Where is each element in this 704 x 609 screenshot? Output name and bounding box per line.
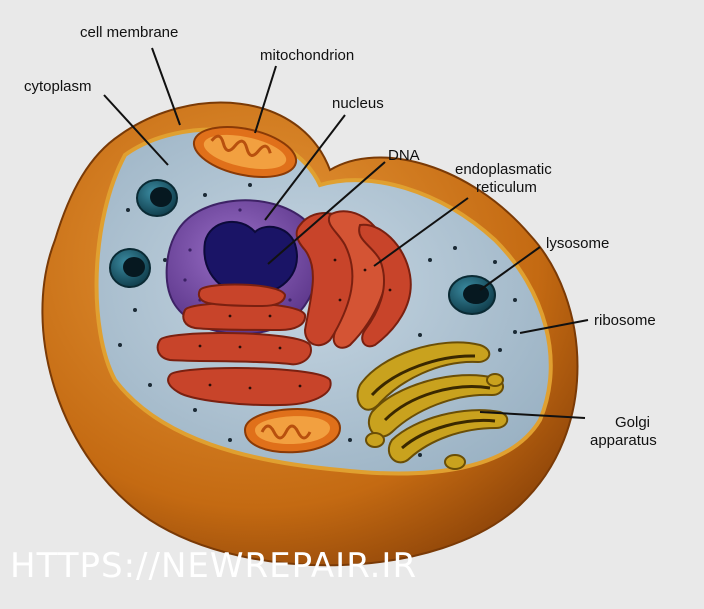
leader-dna bbox=[267, 161, 386, 265]
leader-ribosome bbox=[519, 319, 589, 334]
leader-er bbox=[373, 197, 469, 267]
er-ribosome-dots bbox=[198, 258, 392, 390]
label-cell-membrane: cell membrane bbox=[80, 24, 178, 41]
label-mitochondrion: mitochondrion bbox=[260, 47, 354, 64]
leader-mitochondrion bbox=[254, 65, 277, 134]
label-cytoplasm: cytoplasm bbox=[24, 78, 92, 95]
label-ribosome: ribosome bbox=[594, 312, 656, 329]
mitochondrion-bottom bbox=[243, 408, 342, 454]
leader-cell-membrane bbox=[151, 47, 181, 126]
watermark-text: HTTPS://NEWREPAIR.IR bbox=[10, 546, 417, 586]
lysosome-right bbox=[448, 275, 496, 315]
leader-nucleus bbox=[264, 114, 346, 221]
golgi-apparatus bbox=[356, 341, 509, 470]
golgi-inner-lines bbox=[370, 354, 496, 450]
leader-cytoplasm bbox=[103, 94, 169, 166]
label-golgi-line2: apparatus bbox=[590, 432, 657, 449]
label-nucleus: nucleus bbox=[332, 95, 384, 112]
mitochondrion-top bbox=[192, 126, 298, 178]
lysosome-left-1 bbox=[136, 179, 178, 217]
label-lysosome: lysosome bbox=[546, 235, 609, 252]
label-dna: DNA bbox=[388, 147, 420, 164]
label-er-line2: reticulum bbox=[476, 179, 537, 196]
leader-golgi bbox=[479, 411, 586, 419]
endoplasmic-reticulum bbox=[156, 210, 412, 407]
label-er-line1: endoplasmatic bbox=[455, 161, 552, 178]
label-golgi-line1: Golgi bbox=[615, 414, 650, 431]
lysosome-left-2 bbox=[109, 248, 151, 288]
leader-lysosome bbox=[479, 246, 541, 291]
